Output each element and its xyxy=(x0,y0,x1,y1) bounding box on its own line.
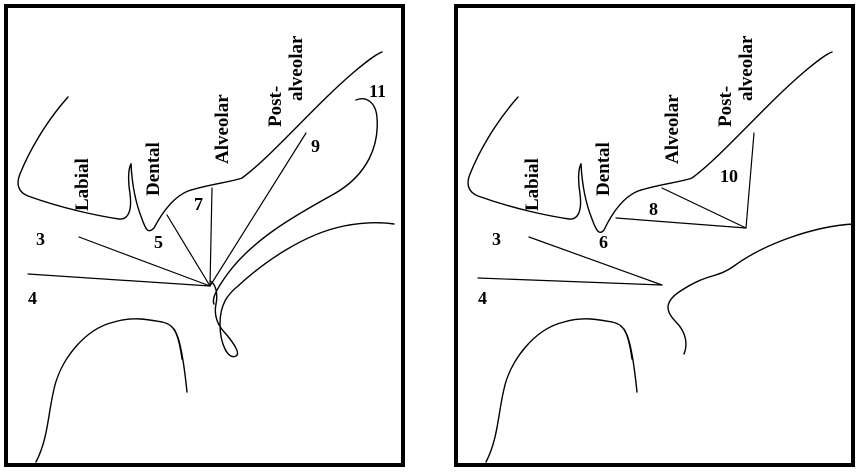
lower-teeth-contour xyxy=(173,328,183,360)
number-9: 9 xyxy=(311,136,320,156)
label-alveolar-2: alveolar xyxy=(736,35,757,101)
label-labial: Labial xyxy=(522,158,543,211)
label-dental: Dental xyxy=(143,142,164,196)
number-11: 11 xyxy=(369,81,386,101)
ray-9 xyxy=(209,132,307,287)
number-6: 6 xyxy=(599,232,608,252)
upper-teeth-and-palate-contour xyxy=(580,51,833,234)
upper-lip-contour xyxy=(17,96,132,220)
label-post: Post- xyxy=(715,86,736,127)
upper-lip-contour xyxy=(467,96,582,220)
label-alveolar-2: alveolar xyxy=(286,35,307,101)
ray-7 xyxy=(209,187,213,287)
lower-teeth-contour xyxy=(623,328,633,360)
label-labial: Labial xyxy=(72,158,93,211)
number-3: 3 xyxy=(492,229,501,249)
lower-tongue-contour xyxy=(667,223,855,355)
label-alveolar: Alveolar xyxy=(212,94,233,164)
right-panel: Labial Dental Alveolar Post- alveolar 3 … xyxy=(454,4,855,467)
lower-tongue-contour xyxy=(209,221,395,358)
left-vocal-tract-diagram: Labial Dental Alveolar Post- alveolar 3 … xyxy=(4,4,405,467)
ray-5 xyxy=(166,214,211,287)
label-alveolar: Alveolar xyxy=(662,94,683,164)
number-4: 4 xyxy=(478,288,487,308)
left-panel: Labial Dental Alveolar Post- alveolar 3 … xyxy=(4,4,405,467)
ray-10 xyxy=(745,132,755,229)
right-vocal-tract-diagram: Labial Dental Alveolar Post- alveolar 3 … xyxy=(454,4,855,467)
label-dental: Dental xyxy=(593,142,614,196)
panel-frame xyxy=(454,4,855,467)
number-3: 3 xyxy=(36,229,45,249)
upper-teeth-and-palate-contour xyxy=(130,51,383,232)
tongue-contour xyxy=(212,98,378,305)
number-5: 5 xyxy=(154,232,163,252)
number-7: 7 xyxy=(194,194,203,214)
label-post: Post- xyxy=(265,86,286,127)
ray-4 xyxy=(27,273,211,287)
ray-3 xyxy=(78,236,211,287)
ray-6 xyxy=(615,217,747,229)
ray-8 xyxy=(661,187,747,229)
number-8: 8 xyxy=(649,199,658,219)
ray-4 xyxy=(477,277,663,286)
ray-3 xyxy=(528,236,663,286)
number-10: 10 xyxy=(720,166,738,186)
panel-frame xyxy=(4,4,405,467)
number-4: 4 xyxy=(28,288,37,308)
